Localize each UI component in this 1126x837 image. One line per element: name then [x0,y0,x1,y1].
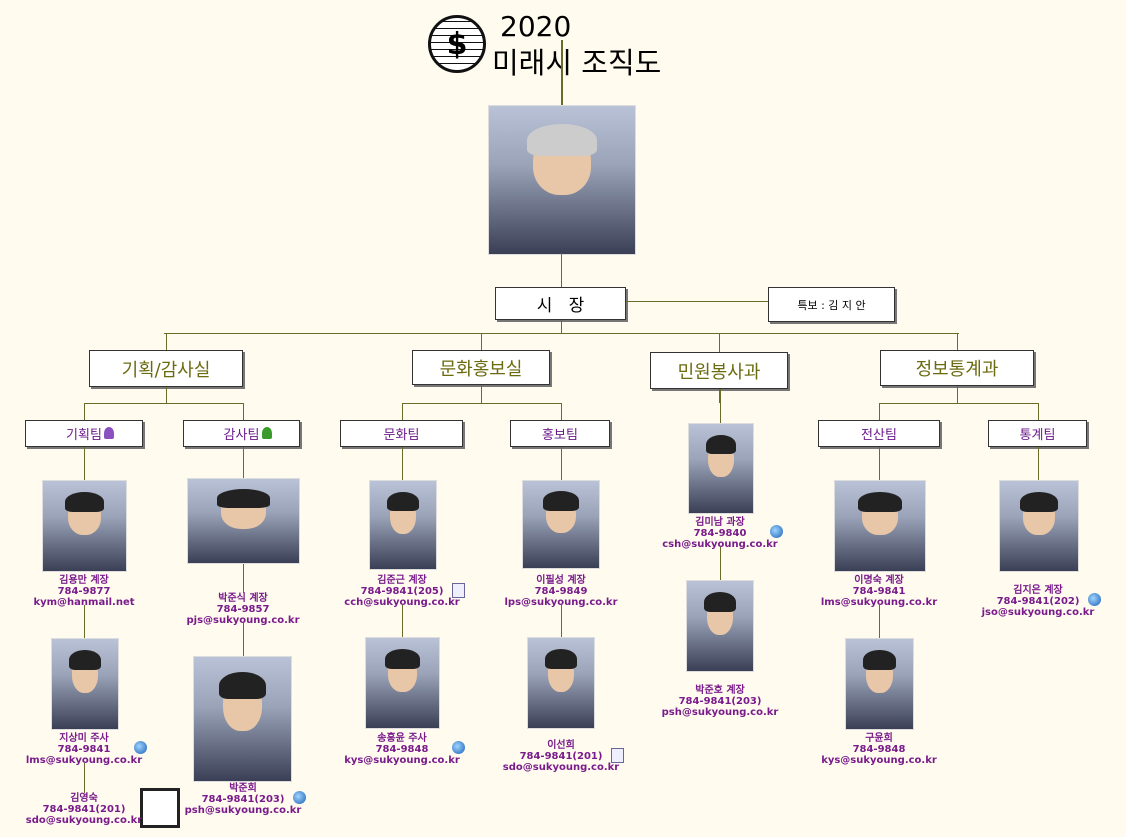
team-box: 통계팀 [988,420,1087,447]
person-phone: 784-9841(205) [360,586,444,597]
person-phone: 784-9848 [852,744,906,755]
internet-explorer-icon[interactable] [134,741,147,754]
chart-title: 미래시 조직도 [492,46,662,80]
person-name: 지상미 주사 [59,733,109,744]
document-icon[interactable] [611,748,624,763]
dollar-globe-icon: $ [428,15,486,73]
department-box: 기획/감사실 [89,350,243,387]
chart-year: 2020 [500,10,572,43]
person-phone: 784-9841(203) [201,794,285,805]
person-phone: 784-9841(201) [42,804,126,815]
person-photo [51,638,119,730]
person-photo [999,480,1079,572]
person-photo [686,580,754,672]
mayor-box: 시 장 [495,287,626,320]
person-phone: 784-9849 [534,586,588,597]
person-email[interactable]: kys@sukyoung.co.kr [344,755,460,766]
person-name: 박준호 계장 [695,685,745,696]
person-name: 이선희 [547,740,575,751]
person-photo [42,480,127,572]
aide-box: 특보 : 김 지 안 [768,287,895,322]
person-name: 김미남 과장 [695,517,745,528]
person-phone: 784-9841 [852,586,906,597]
bar-chart-icon [140,788,180,828]
person-phone: 784-9841(201) [519,751,603,762]
person-name: 김준근 계장 [377,575,427,586]
person-name: 김지은 계장 [1013,585,1063,596]
department-box: 정보통계과 [880,350,1034,386]
person-name: 박준식 계장 [218,593,268,604]
person-email[interactable]: csh@sukyoung.co.kr [662,539,778,550]
internet-explorer-icon[interactable] [770,525,783,538]
person-email[interactable]: kym@hanmail.net [33,597,135,608]
user-icon [262,427,272,439]
person-photo [187,478,300,564]
person-phone: 784-9841 [57,744,111,755]
person-phone: 784-9857 [216,604,270,615]
internet-explorer-icon[interactable] [452,741,465,754]
user-icon [104,427,114,439]
person-photo [845,638,914,730]
team-box: 기획팀 [25,420,143,447]
person-name: 김용만 계장 [59,575,109,586]
mayor-photo [488,105,636,255]
department-box: 민원봉사과 [650,352,788,389]
team-box: 홍보팀 [510,420,610,447]
person-email[interactable]: sdo@sukyoung.co.kr [502,762,620,773]
person-phone: 784-9877 [57,586,111,597]
person-name: 송홍윤 주사 [377,733,427,744]
person-name: 구윤희 [865,733,893,744]
person-email[interactable]: psh@sukyoung.co.kr [184,805,302,816]
person-email[interactable]: psh@sukyoung.co.kr [661,707,779,718]
person-email[interactable]: sdo@sukyoung.co.kr [25,815,143,826]
person-photo [369,480,437,570]
team-box: 문화팀 [340,420,463,447]
person-photo [522,480,600,569]
person-email[interactable]: lms@sukyoung.co.kr [25,755,143,766]
person-phone: 784-9841(203) [678,696,762,707]
person-name: 이필성 계장 [536,575,586,586]
team-box: 감사팀 [183,420,300,447]
department-box: 문화홍보실 [412,350,550,385]
person-photo [193,656,292,782]
person-phone: 784-9848 [375,744,429,755]
person-email[interactable]: jso@sukyoung.co.kr [981,607,1095,618]
person-photo [365,637,440,729]
person-name: 김영숙 [70,793,98,804]
person-email[interactable]: lms@sukyoung.co.kr [820,597,938,608]
document-icon[interactable] [452,583,465,598]
person-name: 박준희 [229,783,257,794]
team-box: 전산팀 [818,420,940,447]
internet-explorer-icon[interactable] [293,791,306,804]
person-email[interactable]: lps@sukyoung.co.kr [504,597,618,608]
person-email[interactable]: kys@sukyoung.co.kr [821,755,937,766]
person-email[interactable]: pjs@sukyoung.co.kr [186,615,300,626]
person-photo [688,423,754,514]
person-photo [527,637,595,729]
person-email[interactable]: cch@sukyoung.co.kr [344,597,460,608]
person-name: 이명숙 계장 [854,575,904,586]
person-phone: 784-9841(202) [996,596,1080,607]
person-phone: 784-9840 [693,528,747,539]
internet-explorer-icon[interactable] [1088,593,1101,606]
person-photo [834,480,926,572]
